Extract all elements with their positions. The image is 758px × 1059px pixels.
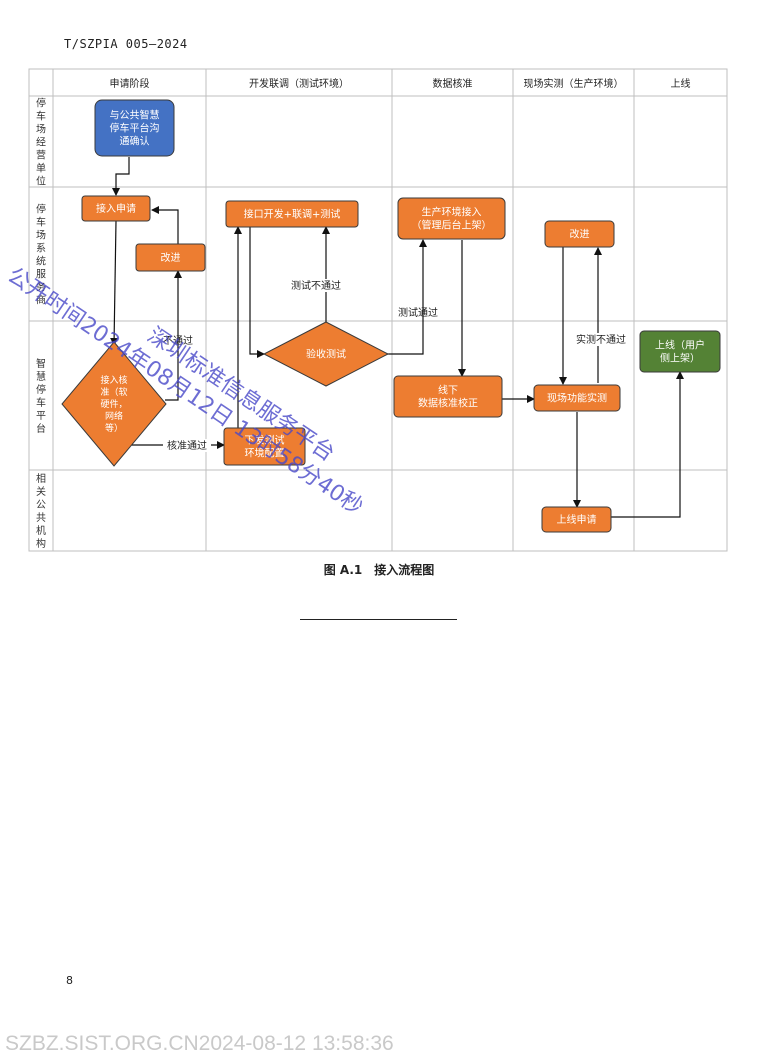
arrow-dev-to-accept [249,227,265,358]
node-improve-1: 改进 [135,243,206,272]
node-test-env-config-text: 下发测试 [245,434,285,447]
column-header: 现场实测（生产环境） [524,77,624,90]
edge-label-review-pass: 核准通过 [167,439,207,452]
lane-label-char: 平 [36,411,46,422]
arrow-accept-pass-to-prod [387,239,427,355]
lane-label-char: 关 [36,485,46,498]
lane-label-char: 台 [36,422,46,435]
lane-label-char: 系 [36,243,46,255]
node-online-application-text: 上线申请 [557,513,597,526]
edge-label-test-pass: 测试通过 [398,306,438,319]
figure-caption: 图 A.1 接入流程图 [323,563,435,577]
lane-label-char: 构 [36,537,46,550]
arrow-fix-to-apply [151,206,179,244]
lane-label-char: 营 [36,149,46,162]
arrow-review-to-fix [165,270,182,401]
lane-label-char: 商 [36,294,46,307]
arrow-online-apply-to-golive [611,371,684,518]
lane-label-char: 经 [36,136,46,149]
document-code: T/SZPIA 005—2024 [64,37,188,51]
lane-label-char: 慧 [36,370,46,383]
node-confirm-with-platform-text: 停车平台沟 [110,122,160,135]
edge-label-field-fail: 实测不通过 [576,333,626,346]
node-field-test-text: 现场功能实测 [547,392,607,405]
node-offline-data-check-text: 数据核准校正 [418,397,478,410]
node-interface-dev: 接口开发+联调+测试 [225,200,359,228]
node-access-review-text: 准（软 [100,386,127,398]
node-production-access: 生产环境接入（管理后台上架） [397,197,506,240]
node-go-live-text: 侧上架） [660,352,700,365]
footer-watermark: SZBZ.SIST.ORG.CN2024-08-12 13:58:36 [5,1032,394,1055]
lane-label-char: 相 [36,472,46,485]
node-access-review-text: 等） [105,422,123,434]
lane-label-char: 统 [36,255,46,268]
node-access-review-text: 网络 [105,410,123,422]
edge-label-test-fail: 测试不通过 [291,279,341,292]
lane-label-char: 停 [36,383,46,396]
swimlane-grid [28,68,728,552]
node-go-live-text: 上线（用户 [655,339,705,352]
lane-label-char: 单 [36,163,46,175]
lane-label-char: 机 [36,524,46,537]
node-production-access-text: （管理后台上架） [412,219,492,232]
node-production-access-text: 生产环境接入 [422,206,482,219]
node-confirm-with-platform-text: 通确认 [120,135,150,148]
node-access-review-text: 接入核 [100,374,127,386]
page-number: 8 [66,974,73,987]
lane-label-char: 车 [36,216,46,229]
lane-label-char: 停 [36,203,46,216]
node-improve-1-text: 改进 [161,251,181,264]
lane-label-char: 位 [36,175,46,188]
column-header: 上线 [671,77,691,90]
column-headers: 申请阶段 开发联调（测试环境） 数据核准 现场实测（生产环境） 上线 [110,77,691,90]
lane-label-char: 场 [36,123,46,136]
node-test-env-config-text: 环境配置 [245,447,285,460]
node-acceptance-test: 验收测试 [262,321,390,387]
node-confirm-with-platform-text: 与公共智慧 [110,109,160,122]
node-access-application-text: 接入申请 [96,202,136,215]
lane-label-char: 智 [36,357,46,370]
lane-label-char: 车 [36,110,46,123]
node-improve-2: 改进 [544,220,615,248]
lane-label-char: 公 [36,500,46,511]
end-rule [300,619,457,620]
lane-label-char: 车 [36,396,46,409]
lane-label-char: 停 [36,97,46,110]
column-header: 数据核准 [433,77,473,90]
node-offline-data-check-text: 线下 [438,384,458,397]
arrow-confirm-to-apply [112,157,130,196]
lane-label-char: 服 [36,269,46,281]
lane-label-char: 场 [36,229,46,242]
lane-label-char: 务 [36,281,46,294]
node-acceptance-test-text: 验收测试 [306,348,346,361]
node-improve-2-text: 改进 [570,228,590,241]
arrow-apply-to-review [110,220,119,346]
node-field-test: 现场功能实测 [533,384,621,412]
column-header: 申请阶段 [110,77,150,90]
node-online-application: 上线申请 [541,506,612,533]
lane-label-char: 共 [36,512,46,524]
node-access-review-text: 硬件， [100,398,127,410]
column-header: 开发联调（测试环境） [249,77,349,90]
node-access-application: 接入申请 [81,195,151,222]
node-interface-dev-text: 接口开发+联调+测试 [244,208,341,221]
edge-label-review-fail: 不通过 [163,334,193,347]
